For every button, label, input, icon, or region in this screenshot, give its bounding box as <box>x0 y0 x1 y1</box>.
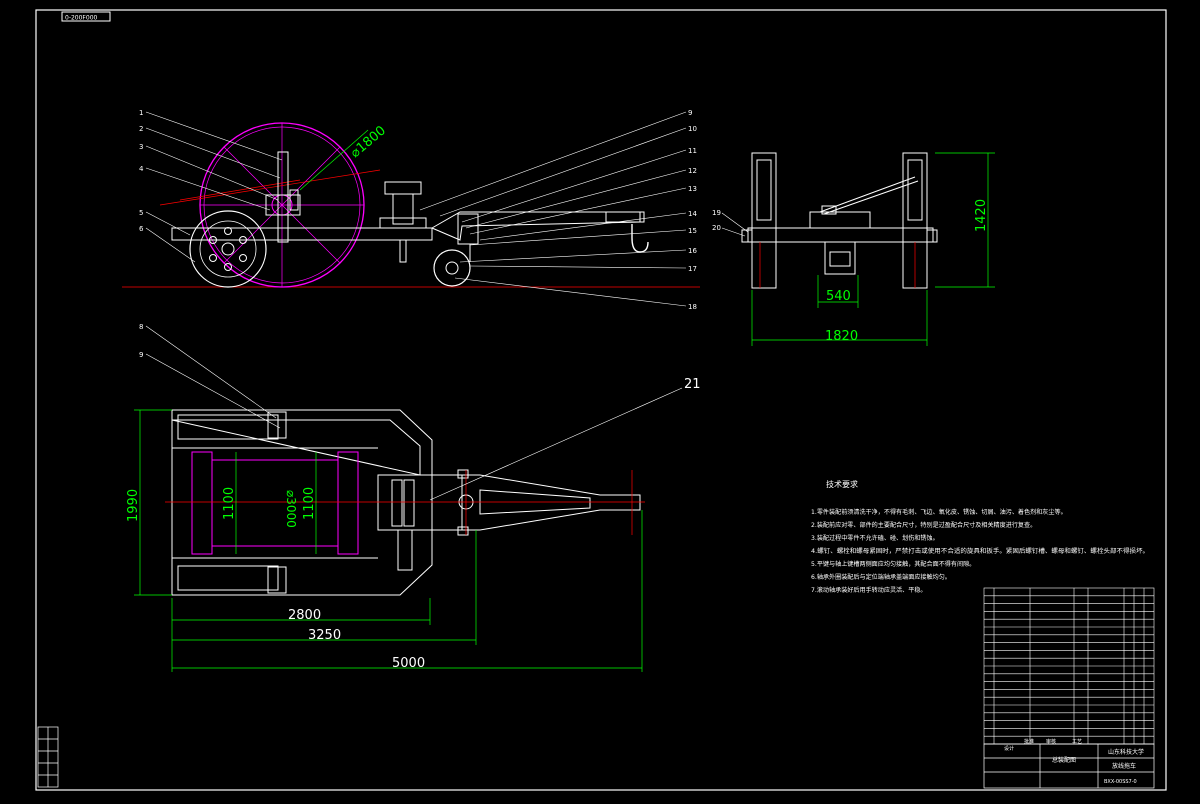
sheet-frame <box>35 9 1167 791</box>
plan-reel <box>191 451 359 555</box>
left-side-table <box>37 726 59 788</box>
svg-text:17: 17 <box>688 265 697 273</box>
end-view-label-19: 19 <box>712 209 721 217</box>
plan-centerlines <box>165 470 645 535</box>
end-view-dims <box>751 152 995 346</box>
parts-list <box>983 587 1155 745</box>
title-block-approved: 批准 <box>1024 738 1034 745</box>
plan-leader-8: 8 <box>139 323 143 331</box>
side-elevation-view: ⌀1800 1 2 3 4 5 6 <box>122 109 700 311</box>
leader-numbers-right: 9 10 11 12 13 14 15 16 17 18 <box>688 109 697 311</box>
note-item-7: 7.滚动轴承装好后用手转动应灵活、平稳。 <box>811 586 927 594</box>
title-block-checker: 审核 <box>1046 738 1056 745</box>
dim-side-overall: 1820 <box>825 329 858 344</box>
main-wheel <box>189 210 267 288</box>
svg-text:18: 18 <box>688 303 697 311</box>
svg-text:4: 4 <box>139 165 144 173</box>
trailer-frame-side <box>171 151 649 263</box>
title-block-drawing-name: 放线拖车 <box>1112 762 1136 770</box>
cable-reel <box>199 122 365 288</box>
note-item-1: 1.零件装配前须清洗干净，不得有毛刺、飞边、氧化皮、锈蚀、切屑、油污、着色剂和灰… <box>811 508 1067 516</box>
svg-text:10: 10 <box>688 125 697 133</box>
title-block-number: BXX-00SS7-0 <box>1104 779 1137 785</box>
note-item-4: 4.螺钉、螺栓和螺母紧固时，严禁打击或使用不合适的旋具和扳手。紧固后螺钉槽、螺母… <box>811 547 1149 555</box>
svg-text:5: 5 <box>139 209 143 217</box>
note-item-3: 3.装配过程中零件不允许磕、碰、划伤和锈蚀。 <box>811 534 939 542</box>
note-item-2: 2.装配前应对零、部件的主要配合尺寸，特别是过盈配合尺寸及相关精度进行复查。 <box>811 521 1036 529</box>
title-block-craft: 工艺 <box>1072 739 1082 745</box>
svg-text:11: 11 <box>688 147 697 155</box>
end-view: 1420 540 1820 19 20 <box>712 152 995 346</box>
dim-plan-len-b: 3250 <box>308 628 341 643</box>
svg-text:14: 14 <box>688 210 697 218</box>
plan-view-dims <box>134 409 643 672</box>
title-block <box>983 743 1155 789</box>
dim-side-height: 1420 <box>974 199 989 232</box>
reel-centerlines <box>159 169 381 206</box>
svg-text:6: 6 <box>139 225 144 233</box>
reel-axial-label: ⌀3000 <box>284 490 298 528</box>
svg-text:16: 16 <box>688 247 697 255</box>
dim-plan-inner-b: 1100 <box>302 487 317 520</box>
svg-text:15: 15 <box>688 227 697 235</box>
title-block-school: 山东科技大学 <box>1108 748 1144 756</box>
svg-text:1: 1 <box>139 109 143 117</box>
dim-plan-len-total: 5000 <box>392 656 425 671</box>
callout-21: 21 <box>684 377 701 392</box>
dim-plan-len-a: 2800 <box>288 608 321 623</box>
svg-text:13: 13 <box>688 185 697 193</box>
plan-view: 1990 1100 1100 ⌀3000 2800 3250 5000 8 9 … <box>126 323 701 672</box>
leader-lines-right <box>419 111 687 307</box>
sheet-code-stamp: 0-200F000 <box>65 15 98 22</box>
svg-text:3: 3 <box>139 143 143 151</box>
svg-text:9: 9 <box>688 109 692 117</box>
leader-numbers-left: 1 2 3 4 5 6 <box>139 109 144 233</box>
dim-side-inner: 540 <box>826 289 851 304</box>
svg-text:12: 12 <box>688 167 697 175</box>
dim-plan-inner-a: 1100 <box>222 487 237 520</box>
note-item-5: 5.平键与轴上键槽两侧面应均匀接触，其配合面不得有间隙。 <box>811 560 975 568</box>
leader-lines-left <box>145 111 283 263</box>
title-block-designer: 设计 <box>1004 745 1014 752</box>
technical-notes: 技术要求 1.零件装配前须清洗干净，不得有毛刺、飞边、氧化皮、锈蚀、切屑、油污、… <box>811 479 1149 594</box>
front-wheel <box>433 249 471 287</box>
note-item-6: 6.轴承外圈装配后与定位端轴承盖端面应接触均匀。 <box>811 573 951 581</box>
end-view-label-20: 20 <box>712 224 721 232</box>
plan-leader-9: 9 <box>139 351 143 359</box>
notes-title: 技术要求 <box>826 479 858 489</box>
svg-text:2: 2 <box>139 125 143 133</box>
title-block-assembly: 总装配图 <box>1052 756 1076 764</box>
dim-plan-width: 1990 <box>126 489 141 522</box>
